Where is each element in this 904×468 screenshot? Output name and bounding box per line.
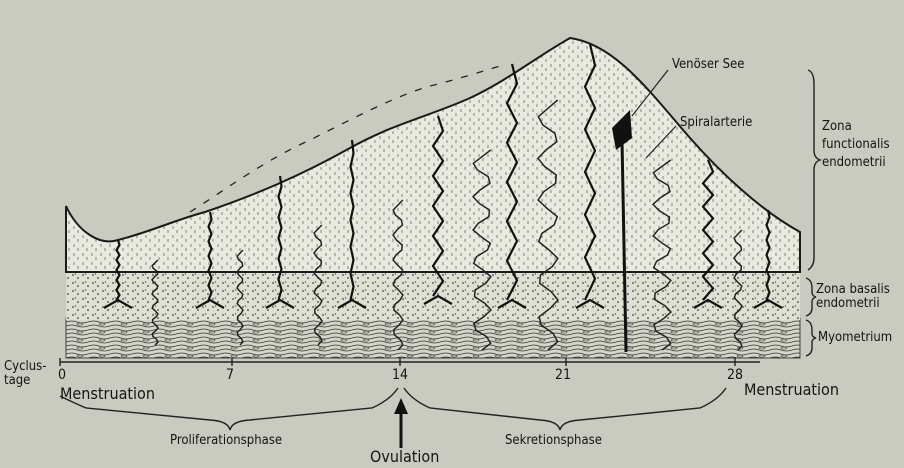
zona-basalis-line-1: Zona basalis	[816, 283, 890, 297]
menstruation-start-label: Menstruation	[60, 385, 155, 403]
zona-basalis-label: Zona basalis endometrii	[816, 283, 890, 311]
secretion-brace	[404, 388, 726, 430]
axis-title: Cyclus- tage	[4, 360, 47, 388]
zona-functionalis-line-2: functionalis	[822, 136, 890, 154]
ovulation-arrow-head	[394, 398, 408, 414]
brace-basalis	[806, 278, 816, 316]
day-label-28: 28	[727, 368, 743, 382]
axis-title-line-1: Cyclus-	[4, 360, 47, 374]
zona-functionalis-line-3: endometrii	[822, 154, 890, 172]
axis-title-line-2: tage	[4, 374, 47, 388]
zona-functionalis-label: Zona functionalis endometrii	[822, 118, 890, 172]
secretion-phase-label: Sekretionsphase	[505, 434, 602, 448]
brace-myometrium	[806, 320, 816, 356]
venous-lake-label: Venöser See	[672, 58, 744, 72]
day-label-14: 14	[392, 368, 408, 382]
proliferation-phase-label: Proliferationsphase	[170, 434, 282, 448]
myometrium-label: Myometrium	[818, 331, 892, 345]
myometrium-layer	[66, 318, 800, 358]
menstruation-end-label: Menstruation	[744, 381, 839, 399]
day-label-7: 7	[226, 368, 234, 382]
ovulation-label: Ovulation	[370, 448, 439, 466]
zona-functionalis-line-1: Zona	[822, 118, 890, 136]
brace-functionalis	[808, 70, 820, 270]
zona-basalis-line-2: endometrii	[816, 297, 890, 311]
spiral-artery-label: Spiralarterie	[680, 116, 752, 130]
day-label-0: 0	[58, 368, 66, 382]
day-label-21: 21	[555, 368, 571, 382]
